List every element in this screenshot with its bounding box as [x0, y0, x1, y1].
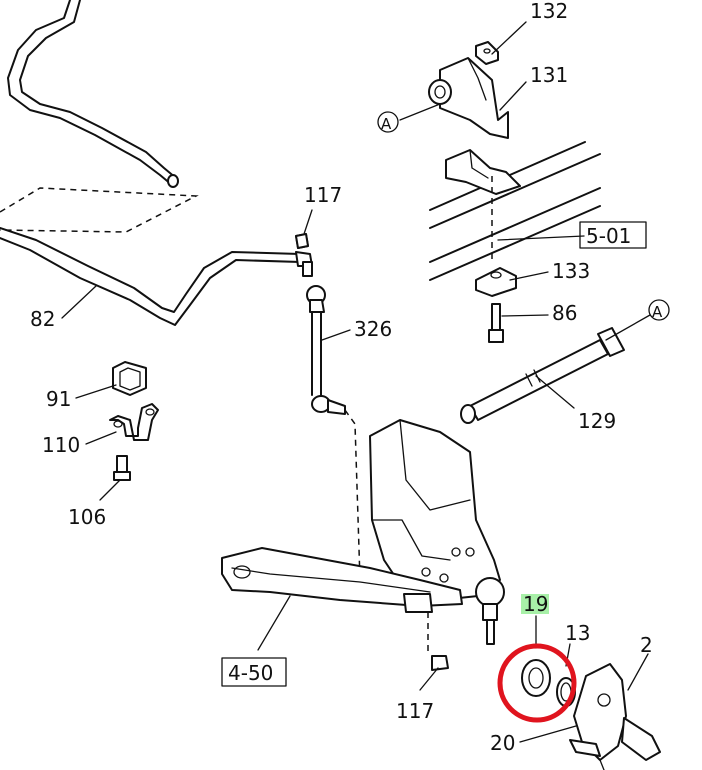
bracket-110: [109, 403, 159, 441]
bracket-131: [428, 41, 509, 139]
highlight-19: [521, 594, 549, 614]
label-131[interactable]: 131: [530, 63, 568, 87]
label-110[interactable]: 110: [42, 433, 80, 457]
callout-labels: 132 131 A 5-01 133 86 A 129 117 326 82 9…: [30, 0, 670, 755]
label-4-50[interactable]: 4-50: [228, 661, 273, 685]
bolt-106: [113, 455, 131, 481]
ball-joint: [475, 577, 505, 645]
stabilizer-link: [295, 233, 361, 581]
nut-133: [475, 267, 517, 297]
leader-lines: [61, 21, 651, 743]
label-a-right[interactable]: A: [652, 303, 663, 321]
label-106[interactable]: 106: [68, 505, 106, 529]
nut-117-top: [295, 233, 309, 249]
label-box-5-01: [579, 221, 647, 249]
steering-knuckle-2: [569, 663, 661, 770]
label-13[interactable]: 13: [565, 621, 590, 645]
ref-circle-a-top: [377, 111, 399, 133]
label-326[interactable]: 326: [354, 317, 392, 341]
label-91[interactable]: 91: [46, 387, 71, 411]
label-a-top[interactable]: A: [381, 115, 392, 133]
label-19[interactable]: 19: [523, 592, 548, 616]
lower-arm-4-50: [221, 547, 463, 613]
bushing-91: [112, 361, 147, 396]
label-86[interactable]: 86: [552, 301, 577, 325]
label-132[interactable]: 132: [530, 0, 568, 23]
label-20[interactable]: 20: [490, 731, 515, 755]
bolt-86: [488, 303, 504, 343]
label-117-top[interactable]: 117: [304, 183, 342, 207]
label-box-4-50: [221, 657, 287, 687]
label-2[interactable]: 2: [640, 633, 653, 657]
label-5-01[interactable]: 5-01: [586, 224, 631, 248]
label-133[interactable]: 133: [552, 259, 590, 283]
label-117-bottom[interactable]: 117: [396, 699, 434, 723]
dust-seal-19: [521, 659, 551, 697]
frame-5-01: [429, 141, 601, 281]
ref-circle-a-right: [648, 299, 670, 321]
label-82[interactable]: 82: [30, 307, 55, 331]
drive-shaft-129: [460, 327, 625, 424]
nut-117-bottom: [427, 612, 449, 671]
stabilizer-bar: [0, 0, 313, 326]
label-129[interactable]: 129: [578, 409, 616, 433]
highlight-circle: [497, 643, 577, 723]
